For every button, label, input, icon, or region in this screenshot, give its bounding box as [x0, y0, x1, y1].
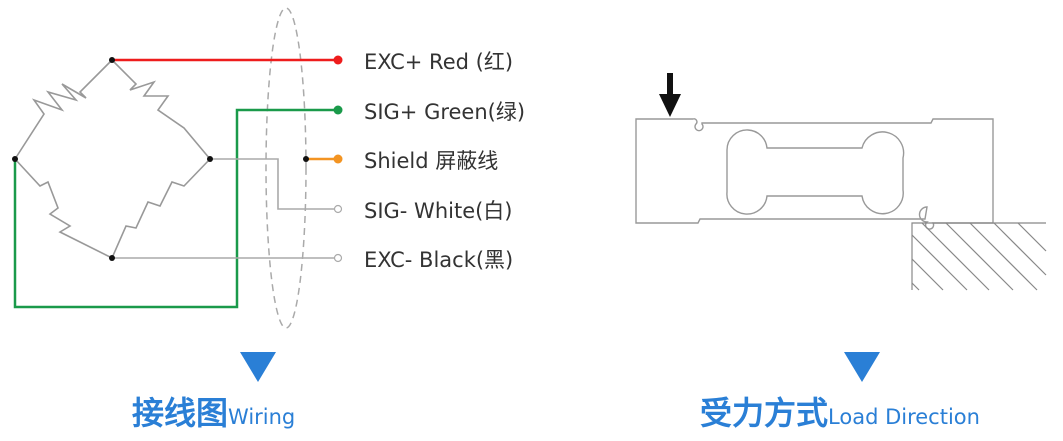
wire-label-exc-minus: EXC- Black(黑)	[364, 248, 514, 272]
wire-label-shield: Shield 屏蔽线	[364, 149, 499, 173]
terminal-red	[333, 55, 343, 65]
terminal-orange	[333, 154, 343, 164]
terminal-black	[333, 253, 343, 263]
load-direction-arrow-icon	[659, 73, 681, 117]
terminal-white	[333, 204, 343, 214]
load-cell-body	[635, 118, 994, 230]
bridge-nodes	[12, 57, 309, 261]
wiring-title: 接线图Wiring	[132, 388, 295, 434]
wheatstone-bridge	[14, 59, 211, 259]
wire-label-sig-plus: SIG+ Green(绿)	[364, 100, 526, 124]
load-direction-title: 受力方式Load Direction	[700, 388, 980, 434]
wiring-title-en: Wiring	[228, 405, 296, 429]
cable-shield-ellipse	[265, 7, 307, 329]
wire-label-sig-minus: SIG- White(白)	[364, 199, 513, 223]
wire-label-exc-plus: EXC+ Red (红)	[364, 50, 514, 74]
wiring-title-cn: 接线图	[132, 394, 229, 432]
down-triangle-icon	[844, 352, 880, 382]
ground-support	[911, 222, 1047, 291]
terminal-green	[333, 105, 343, 115]
load-title-cn: 受力方式	[700, 394, 829, 432]
down-triangle-icon	[240, 352, 276, 382]
load-title-en: Load Direction	[828, 405, 980, 429]
wire-sig-minus	[210, 158, 334, 210]
wire-sig-plus	[13, 108, 338, 309]
